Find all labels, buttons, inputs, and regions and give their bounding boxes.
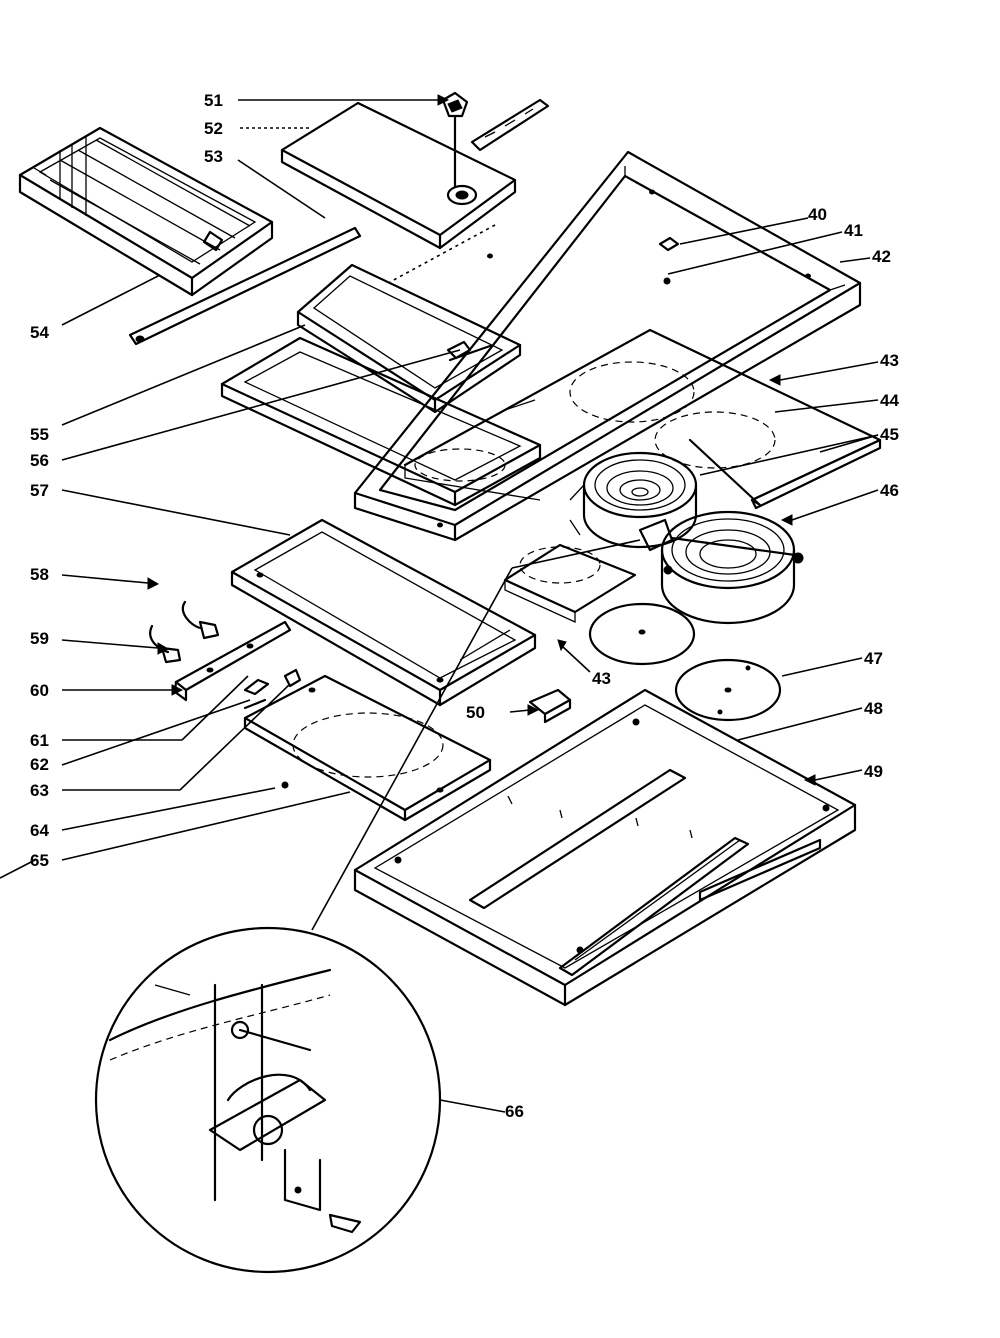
callout-43: 43 (880, 351, 899, 370)
callout-59: 59 (30, 629, 49, 648)
callout-56: 56 (30, 451, 49, 470)
callout-46: 46 (880, 481, 899, 500)
detail-leader-2 (311, 567, 513, 931)
callout-52: 52 (204, 119, 223, 138)
callout-42: 42 (872, 247, 891, 266)
part-53-trim-strip (128, 226, 362, 346)
detail-leader-1 (511, 539, 641, 569)
callout-47: 47 (864, 649, 883, 668)
part-57-burner-frame (230, 518, 537, 707)
part-42-main-frame (353, 150, 862, 542)
callout-49: 49 (864, 762, 883, 781)
callout-66: 66 (505, 1102, 524, 1121)
callout-62: 62 (30, 755, 49, 774)
callout-40: 40 (808, 205, 827, 224)
part-56-gasket-frame (220, 336, 542, 507)
callout-57: 57 (30, 481, 49, 500)
part-46-element-ring (638, 510, 804, 625)
leader-lines (0, 94, 879, 1113)
part-49-bottom-pan (353, 688, 857, 1007)
callout-51: 51 (204, 91, 223, 110)
part-52-cover-plate (280, 91, 517, 250)
callout-65: 65 (30, 851, 49, 870)
bracket-top (470, 98, 550, 152)
part-65-base-plate (243, 674, 492, 822)
callout-41: 41 (844, 221, 863, 240)
part-47-round-plates (588, 602, 782, 722)
part-45-element-ring (569, 451, 698, 549)
callout-55: 55 (30, 425, 49, 444)
part-55-panel-top (296, 263, 522, 414)
callout-43-lower: 43 (592, 669, 611, 688)
callout-53: 53 (204, 147, 223, 166)
part-50-clip (528, 688, 572, 724)
callout-labels: 40 41 42 43 44 45 46 43 47 48 49 50 51 5… (30, 91, 899, 1121)
part-54-grate-panel (18, 126, 274, 297)
callout-58: 58 (30, 565, 49, 584)
callout-50: 50 (466, 703, 485, 722)
callout-54: 54 (30, 323, 49, 342)
callout-60: 60 (30, 681, 49, 700)
callout-44: 44 (880, 391, 899, 410)
reflector-pan (503, 543, 637, 624)
callout-64: 64 (30, 821, 49, 840)
part-66-detail-view (94, 926, 442, 1274)
parts-58-63-switch-assembly (149, 600, 302, 789)
callout-61: 61 (30, 731, 49, 750)
callout-63: 63 (30, 781, 49, 800)
callout-45: 45 (880, 425, 899, 444)
callout-48: 48 (864, 699, 883, 718)
